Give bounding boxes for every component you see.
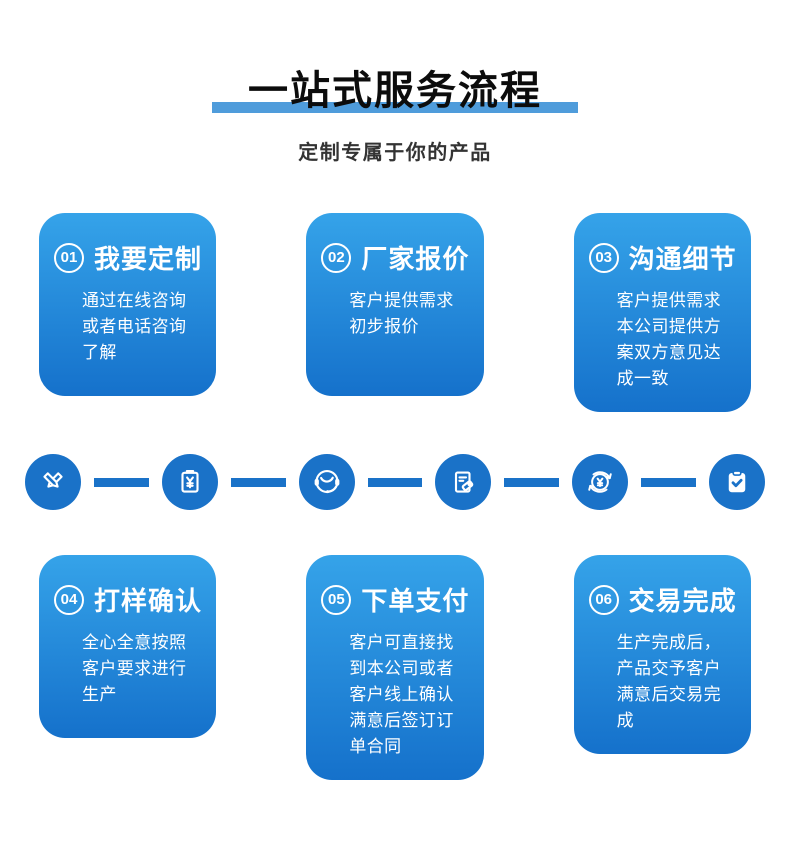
connector-line — [504, 477, 560, 487]
step-title: 我要定制 — [94, 244, 203, 274]
process-icon-1 — [25, 454, 81, 510]
card-head: 04 打样确认 — [54, 581, 202, 618]
connector-line — [367, 477, 423, 487]
step-number-badge: 05 — [321, 584, 352, 615]
step-card-2: 02 厂家报价 客户提供需求初步报价 — [306, 213, 484, 396]
process-icon-row — [0, 454, 790, 510]
process-icon-2 — [161, 454, 218, 510]
pen-tools-icon — [43, 472, 63, 488]
process-icon-6 — [708, 454, 765, 510]
step-title: 打样确认 — [94, 586, 203, 616]
invoice-yen-icon — [181, 469, 199, 493]
card-head: 05 下单支付 — [321, 581, 469, 618]
step-description: 通过在线咨询或者电话咨询了解 — [82, 291, 187, 362]
payment-refresh-icon — [588, 471, 612, 493]
step-title: 沟通细节 — [628, 244, 737, 274]
card-head: 03 沟通细节 — [588, 239, 737, 276]
step-title: 厂家报价 — [361, 244, 470, 274]
card-head: 01 我要定制 — [54, 239, 202, 276]
process-icon-4 — [435, 454, 492, 510]
page-title: 一站式服务流程 — [248, 69, 542, 113]
card-head: 02 厂家报价 — [321, 239, 469, 276]
page-subtitle: 定制专属于你的产品 — [298, 142, 492, 164]
step-title: 交易完成 — [628, 586, 737, 616]
step-card-1: 01 我要定制 通过在线咨询或者电话咨询了解 — [39, 213, 217, 396]
step-description: 客户可直接找到本公司或者客户线上确认满意后签订订单合同 — [349, 633, 454, 756]
connector-line — [230, 477, 286, 487]
steps-row-bottom: 04 打样确认 全心全意按照客户要求进行生产 05 下单支付 客户可直接找到本公… — [0, 555, 790, 780]
step-card-6: 06 交易完成 生产完成后，产品交予客户满意后交易完成 — [573, 555, 751, 754]
header: 一站式服务流程 定制专属于你的产品 — [0, 0, 790, 165]
customer-service-icon — [314, 469, 339, 494]
connector-line — [641, 477, 696, 487]
title-block: 一站式服务流程 — [212, 68, 578, 114]
order-tag-icon — [455, 471, 474, 493]
step-description: 生产完成后，产品交予客户满意后交易完成 — [616, 633, 722, 730]
step-card-3: 03 沟通细节 客户提供需求本公司提供方案双方意见达成一致 — [573, 213, 751, 412]
step-title: 下单支付 — [361, 586, 470, 616]
step-card-5: 05 下单支付 客户可直接找到本公司或者客户线上确认满意后签订订单合同 — [306, 555, 484, 780]
process-icon-5 — [572, 454, 629, 510]
steps-row-top: 01 我要定制 通过在线咨询或者电话咨询了解 02 厂家报价 客户提供需求初步报… — [0, 213, 790, 412]
step-number-badge: 04 — [54, 584, 84, 615]
step-number-badge: 01 — [54, 242, 84, 273]
step-card-4: 04 打样确认 全心全意按照客户要求进行生产 — [39, 555, 217, 738]
title-underline-bar — [212, 102, 578, 113]
step-description: 客户提供需求初步报价 — [349, 291, 454, 336]
clipboard-check-icon — [728, 470, 746, 493]
step-number-badge: 06 — [588, 584, 619, 615]
card-head: 06 交易完成 — [588, 581, 737, 618]
process-icon-3 — [298, 454, 355, 510]
connector-line — [94, 477, 149, 487]
step-number-badge: 02 — [321, 242, 352, 273]
step-number-badge: 03 — [588, 242, 619, 273]
step-description: 全心全意按照客户要求进行生产 — [82, 633, 187, 704]
step-description: 客户提供需求本公司提供方案双方意见达成一致 — [616, 291, 722, 388]
